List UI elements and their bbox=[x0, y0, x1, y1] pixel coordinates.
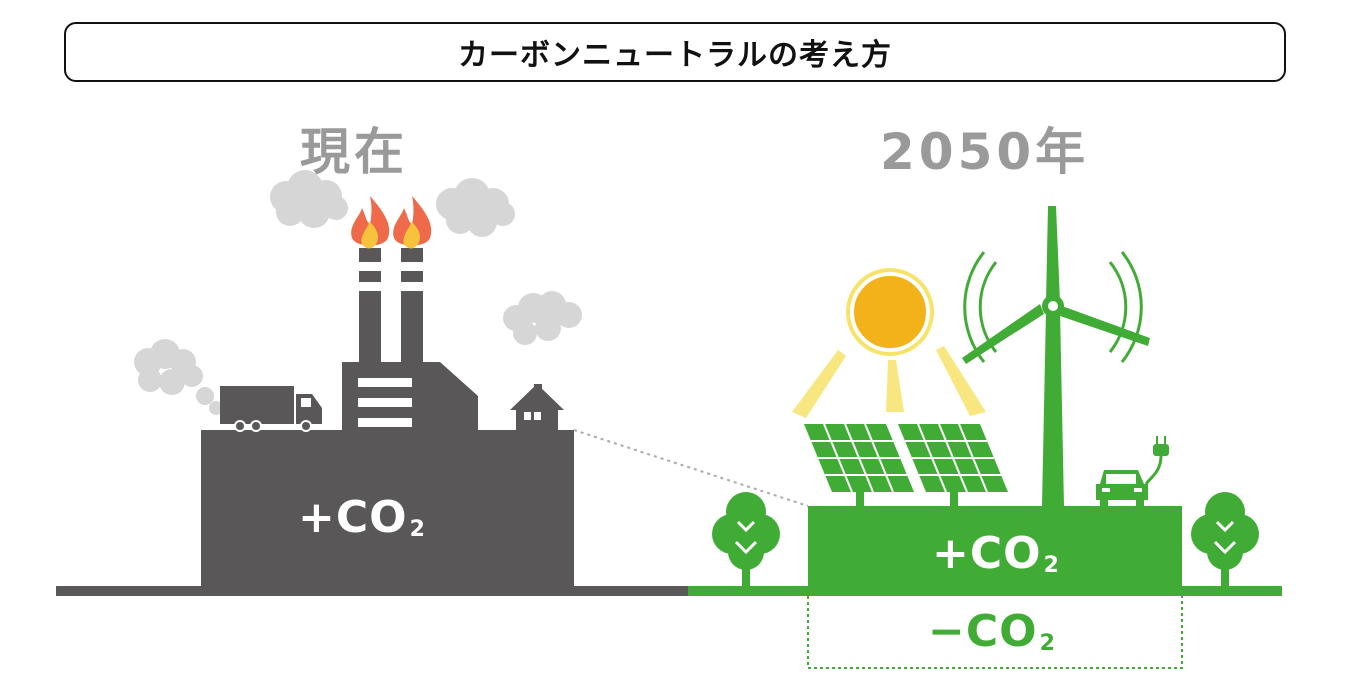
future-co2-emission-label: +CO2 bbox=[932, 528, 1060, 579]
present-co2-label: +CO2 bbox=[298, 492, 426, 543]
smoke-icon bbox=[270, 170, 348, 228]
car-icon bbox=[1096, 470, 1148, 506]
factory-icon bbox=[342, 248, 478, 432]
plug-icon bbox=[1144, 436, 1169, 485]
solar-panel-icon bbox=[898, 423, 1008, 506]
comparison-dotted-line bbox=[573, 429, 809, 507]
future-emission-block bbox=[808, 506, 1182, 588]
diagram-title: カーボンニュートラルの考え方 bbox=[64, 22, 1286, 82]
smoke-icon bbox=[436, 178, 515, 237]
wind-turbine-icon bbox=[962, 206, 1150, 506]
sun-ray bbox=[792, 346, 986, 418]
removal-dotted-box bbox=[807, 596, 1183, 669]
present-emission-block bbox=[201, 430, 574, 588]
future-co2-removal-label: −CO2 bbox=[928, 606, 1056, 657]
sun-icon bbox=[846, 268, 934, 356]
tree-icon bbox=[712, 492, 780, 588]
present-heading: 現在 bbox=[300, 123, 408, 181]
truck-icon bbox=[220, 386, 322, 432]
flame-icon bbox=[393, 196, 432, 249]
smoke-icon bbox=[134, 339, 223, 415]
future-heading: 2050年 bbox=[880, 123, 1090, 181]
smoke-icon bbox=[503, 291, 582, 345]
tree-icon bbox=[1191, 492, 1259, 588]
tree-detail bbox=[734, 520, 1237, 555]
flame-icon bbox=[351, 196, 390, 249]
future-ground-line bbox=[688, 586, 1282, 596]
house-icon bbox=[510, 384, 564, 432]
solar-panel-icon bbox=[804, 423, 914, 506]
present-ground-line bbox=[56, 586, 688, 596]
